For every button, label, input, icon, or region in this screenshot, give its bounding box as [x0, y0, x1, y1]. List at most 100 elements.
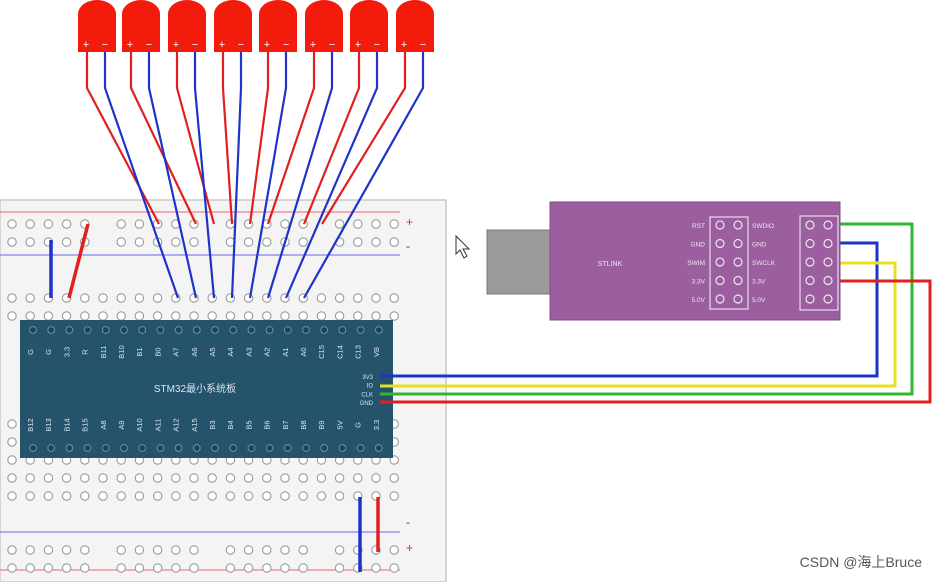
- breadboard-hole: [43, 219, 54, 229]
- stm32-pin: [356, 444, 365, 452]
- rail-plus-top: +: [406, 215, 413, 229]
- stm32-pin-label: A15: [190, 418, 199, 431]
- stm32-pin: [156, 326, 165, 334]
- led-plus-label: +: [401, 39, 407, 51]
- breadboard-hole: [334, 563, 345, 573]
- stlink-pin: [715, 238, 725, 249]
- stm32-pin: [65, 444, 74, 452]
- breadboard-hole: [134, 219, 145, 229]
- breadboard-hole: [43, 311, 54, 321]
- breadboard-hole: [171, 545, 181, 555]
- led-minus-label: −: [420, 39, 426, 51]
- breadboard-hole: [7, 219, 17, 229]
- breadboard-hole: [353, 311, 363, 321]
- breadboard-hole: [225, 311, 236, 321]
- breadboard-hole: [334, 293, 345, 303]
- led: +−: [259, 0, 297, 52]
- stm32-pin: [29, 326, 37, 334]
- breadboard-hole: [7, 491, 17, 501]
- stm32-pin: [265, 444, 274, 452]
- stm32-pin-label: A9: [117, 420, 126, 429]
- breadboard-hole: [43, 491, 54, 501]
- breadboard-hole: [262, 473, 272, 483]
- breadboard-hole: [171, 473, 181, 483]
- breadboard-hole: [262, 237, 272, 247]
- breadboard-hole: [225, 219, 236, 229]
- stm32-pin: [138, 326, 147, 334]
- breadboard-hole: [371, 293, 381, 303]
- stm32-pin-label: A6: [190, 347, 199, 356]
- breadboard-hole: [61, 237, 72, 247]
- stm32-pin: [356, 326, 365, 334]
- breadboard-hole: [134, 563, 145, 573]
- breadboard-hole: [298, 473, 308, 483]
- led-wire-blue: [303, 52, 425, 299]
- breadboard-hole: [116, 473, 126, 483]
- stm32-pin: [47, 444, 56, 452]
- stlink-left-pin-label: RST: [692, 223, 705, 230]
- breadboard-hole: [7, 563, 17, 573]
- breadboard-hole: [280, 473, 290, 483]
- stm32-pin: [374, 326, 383, 334]
- stm32-swd-label: 3V3: [362, 375, 373, 381]
- stm32-pin: [229, 444, 238, 452]
- breadboard-hole: [116, 311, 126, 321]
- stm32-board: [20, 320, 393, 458]
- breadboard-hole: [371, 473, 381, 483]
- stm32-pin: [120, 444, 128, 452]
- watermark: CSDN @海上Bruce: [799, 554, 922, 570]
- breadboard-hole: [353, 473, 363, 483]
- stm32-pin-label: B12: [26, 418, 35, 431]
- stm32-pin-label: B9: [317, 420, 326, 429]
- breadboard-hole: [116, 563, 126, 573]
- led-body: [168, 0, 206, 52]
- breadboard-hole: [116, 219, 126, 229]
- stlink-pin: [823, 275, 833, 286]
- stm32-pin: [302, 326, 310, 334]
- usb-plug: [486, 229, 552, 295]
- stm32-pin-label: R: [81, 349, 90, 355]
- breadboard-hole: [280, 491, 290, 501]
- breadboard-hole: [80, 491, 90, 501]
- stm32-pin-label: A8: [99, 420, 108, 429]
- led-minus-label: −: [102, 39, 108, 51]
- breadboard-hole: [189, 311, 199, 321]
- breadboard-hole: [80, 545, 90, 555]
- stlink-right-pin-label: 3.3V: [752, 279, 766, 286]
- breadboard-hole: [7, 473, 17, 483]
- breadboard-hole: [152, 491, 163, 501]
- stm32-pin: [101, 444, 110, 452]
- breadboard-hole: [80, 473, 90, 483]
- breadboard-hole: [298, 563, 308, 573]
- breadboard-hole: [243, 563, 254, 573]
- breadboard-hole: [171, 491, 181, 501]
- breadboard-hole: [7, 455, 17, 465]
- breadboard-hole: [7, 311, 17, 321]
- stlink-pin: [715, 220, 725, 230]
- led-wire-blue: [230, 52, 243, 299]
- breadboard-hole: [7, 293, 17, 303]
- wire-swclk-yellow: [380, 261, 897, 388]
- rail-plus-bottom: +: [406, 541, 413, 555]
- stm32-pin-label: B6: [263, 420, 272, 429]
- breadboard-hole: [152, 311, 163, 321]
- stlink-pin: [805, 294, 815, 304]
- stm32-pin-label: B7: [281, 420, 290, 429]
- breadboard-hole: [334, 473, 345, 483]
- stm32-pin: [320, 444, 329, 452]
- led-plus-label: +: [173, 39, 179, 51]
- breadboard-hole: [134, 237, 145, 247]
- led-body: [396, 0, 434, 52]
- breadboard-hole: [389, 311, 399, 321]
- breadboard-hole: [371, 311, 381, 321]
- led-body: [350, 0, 388, 52]
- stm32-pin: [283, 326, 292, 334]
- stm32-pin: [211, 326, 219, 334]
- breadboard-hole: [25, 311, 35, 321]
- led-minus-label: −: [374, 39, 380, 51]
- led-minus-label: −: [146, 39, 152, 51]
- stlink-left-pin-label: 5.0V: [692, 297, 706, 304]
- led-body: [305, 0, 343, 52]
- breadboard-hole: [280, 545, 290, 555]
